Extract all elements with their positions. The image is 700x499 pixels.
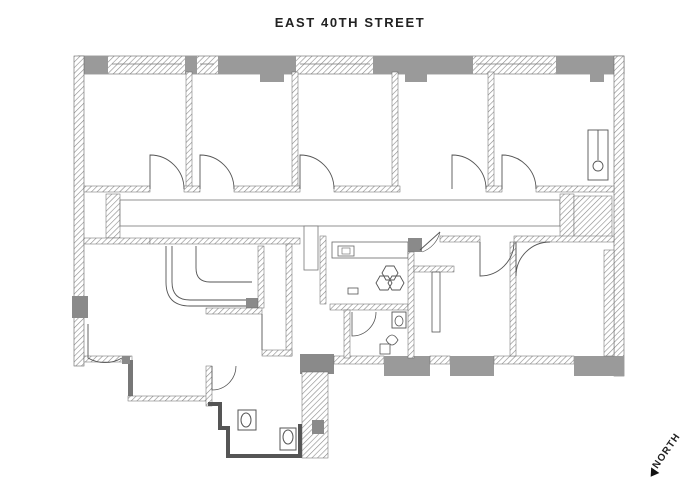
office-doors-north [149, 154, 537, 190]
corridor-north-wall [83, 185, 615, 193]
kitchenette [319, 235, 422, 311]
office-partitions [185, 71, 495, 191]
southeast-office [479, 241, 615, 357]
south-wall [83, 354, 624, 402]
north-facade-wall [77, 55, 625, 82]
corridor-south-wall [83, 235, 615, 245]
entry-vestibule [205, 365, 329, 459]
reception-desk [165, 245, 265, 315]
central-core [261, 243, 293, 357]
corridor [105, 193, 613, 271]
street-label: EAST 40TH STREET [274, 15, 426, 30]
northeast-fixture [587, 129, 609, 181]
west-wall [72, 55, 88, 367]
east-wall [613, 55, 625, 377]
southwest-office-door [87, 324, 130, 364]
restroom [343, 251, 415, 359]
